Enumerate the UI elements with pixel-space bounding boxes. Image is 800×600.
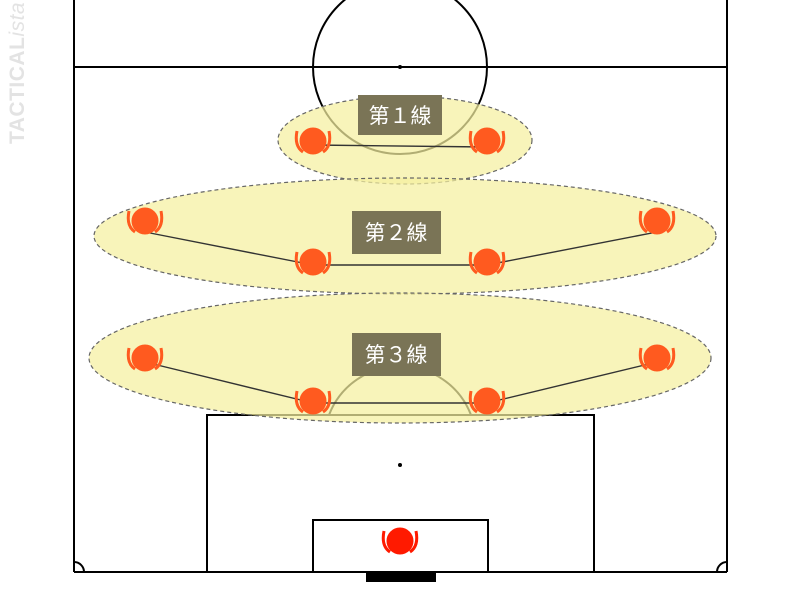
watermark-suffix: ista <box>6 1 29 37</box>
label-line-3-bg <box>352 333 441 376</box>
goalkeeper <box>381 526 419 556</box>
label-line-3-text: 第３線 <box>365 343 428 367</box>
goal <box>366 573 436 582</box>
link-line-3-c <box>486 361 658 404</box>
center-spot <box>398 65 402 69</box>
link-line-2-a <box>144 231 314 266</box>
label-line-1: 第１線 <box>358 95 442 135</box>
goal-area <box>312 519 489 573</box>
label-line-2-bg <box>352 211 441 254</box>
label-line-1-text: 第１線 <box>369 104 432 128</box>
penalty-spot <box>398 463 402 467</box>
label-line-2-text: 第２線 <box>365 221 428 245</box>
player-goalkeeper <box>381 526 419 556</box>
label-line-2: 第２線 <box>352 211 441 254</box>
player-connections <box>144 144 658 404</box>
corner-arc-left <box>73 561 85 573</box>
link-line-2-c <box>486 231 658 266</box>
link-line-3-a <box>144 361 314 404</box>
watermark-brand: TACTICAL <box>6 36 29 144</box>
link-line-1 <box>312 144 488 148</box>
label-line-1-bg <box>358 95 442 135</box>
label-line-3: 第３線 <box>352 333 441 376</box>
tacticalista-watermark: TACTICALista <box>6 2 36 144</box>
corner-arc-right <box>716 561 728 573</box>
